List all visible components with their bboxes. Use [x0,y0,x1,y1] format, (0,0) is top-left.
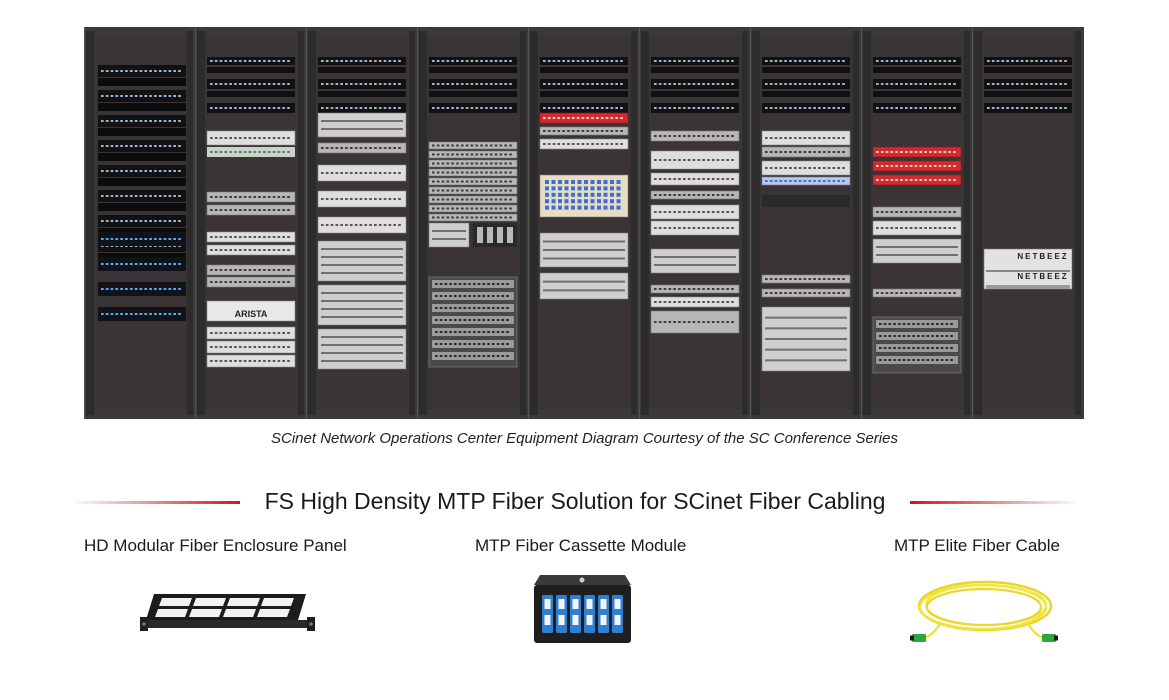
netbeez-brand-label: NETBEEZ [1017,272,1068,281]
fiber-cassette-module-icon [534,575,631,643]
arista-brand-label: ARISTA [235,309,268,319]
rack-equipment-diagram: ARISTA NETBEEZ NETBEEZ [84,27,1084,419]
solution-title: FS High Density MTP Fiber Solution for S… [264,488,886,514]
fiber-enclosure-panel-icon [140,594,315,631]
solution-title-row: FS High Density MTP Fiber Solution for S… [70,488,1080,518]
diagram-caption: SCinet Network Operations Center Equipme… [271,430,898,447]
product-label-cassette: MTP Fiber Cassette Module [475,536,687,555]
product-label-enclosure: HD Modular Fiber Enclosure Panel [84,536,347,555]
decorative-line-right [910,501,1080,504]
netbeez-brand-label: NETBEEZ [1017,252,1068,261]
fiber-cable-coil-icon [910,580,1058,642]
product-label-cable: MTP Elite Fiber Cable [894,536,1060,555]
decorative-line-left [70,501,240,504]
